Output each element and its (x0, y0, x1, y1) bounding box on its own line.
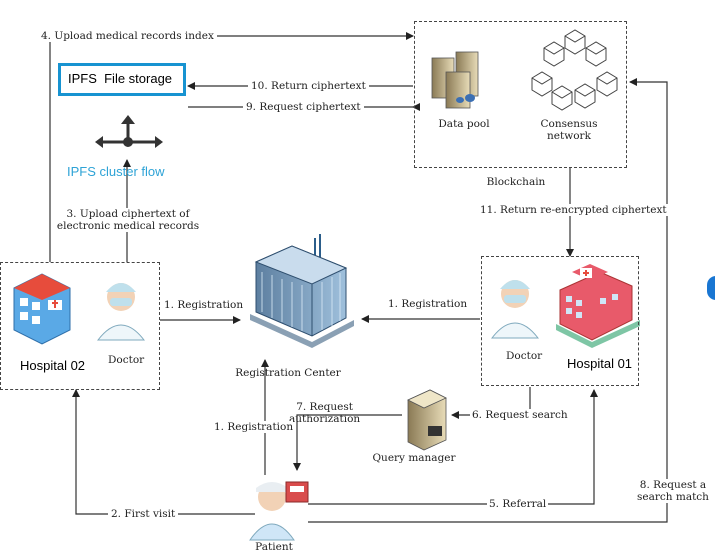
step3-label: 3. Upload ciphertext of electronic medic… (56, 208, 200, 232)
doctor-left-icon (96, 283, 146, 341)
data-pool-label: Data pool (438, 118, 490, 130)
step7-line2: authorization (289, 413, 361, 425)
step4-label: 4. Upload medical records index (38, 30, 217, 42)
doctor-right-icon (490, 280, 540, 339)
step6-label: 6. Request search (470, 409, 570, 421)
ipfs-file-storage: IPFS File storage (58, 63, 186, 96)
step3-line1: 3. Upload ciphertext of (66, 208, 190, 220)
doctor-left-label: Doctor (108, 354, 145, 366)
step5-label: 5. Referral (487, 498, 549, 510)
step1-left-label: 1. Registration (164, 299, 244, 311)
step1-patient-label: 1. Registration (214, 421, 294, 433)
hospital-01-label: Hospital 01 (567, 356, 633, 371)
consensus-network-icon (531, 29, 618, 111)
edge-step7 (293, 414, 402, 471)
query-manager-icon (407, 389, 447, 451)
side-handle[interactable] (707, 276, 715, 300)
doctor-right-label: Doctor (506, 350, 543, 362)
hospital-02-label: Hospital 02 (20, 358, 86, 373)
patient-label: Patient (255, 541, 293, 553)
step1-right-label: 1. Registration (388, 298, 468, 310)
step10-label: 10. Return ciphertext (248, 80, 369, 92)
step9-label: 9. Request ciphertext (243, 101, 364, 113)
patient-icon (249, 481, 309, 541)
step8-line1: 8. Request a (639, 479, 707, 491)
step2-label: 2. First visit (108, 508, 179, 520)
hospital-01-icon (556, 264, 640, 348)
edge-step2 (72, 389, 255, 515)
registration-center-label: Registration Center (235, 367, 341, 379)
data-pool-icon (431, 51, 479, 109)
consensus-network-label: Consensus network (540, 118, 598, 142)
query-manager-label: Query manager (372, 452, 456, 464)
step7-label: 7. Request authorization (289, 401, 360, 425)
hospital-02-box (0, 262, 160, 390)
registration-center-icon (250, 234, 354, 348)
blockchain-box (414, 21, 627, 168)
ipfs-cluster-icon (95, 115, 163, 148)
step7-line1: 7. Request (296, 401, 353, 413)
step3-line2: electronic medical records (56, 220, 200, 232)
step8-line2: search match (637, 491, 709, 503)
hospital-02-icon (13, 273, 71, 345)
blockchain-label: Blockchain (486, 176, 546, 188)
hospital-01-box (481, 256, 639, 386)
edge-step8 (308, 78, 668, 523)
ipfs-cluster-flow-label: IPFS cluster flow (67, 164, 165, 179)
edge-step5 (308, 389, 598, 505)
step8-label: 8. Request a search match (637, 479, 709, 503)
step11-label: 11. Return re-encrypted ciphertext (478, 204, 669, 216)
